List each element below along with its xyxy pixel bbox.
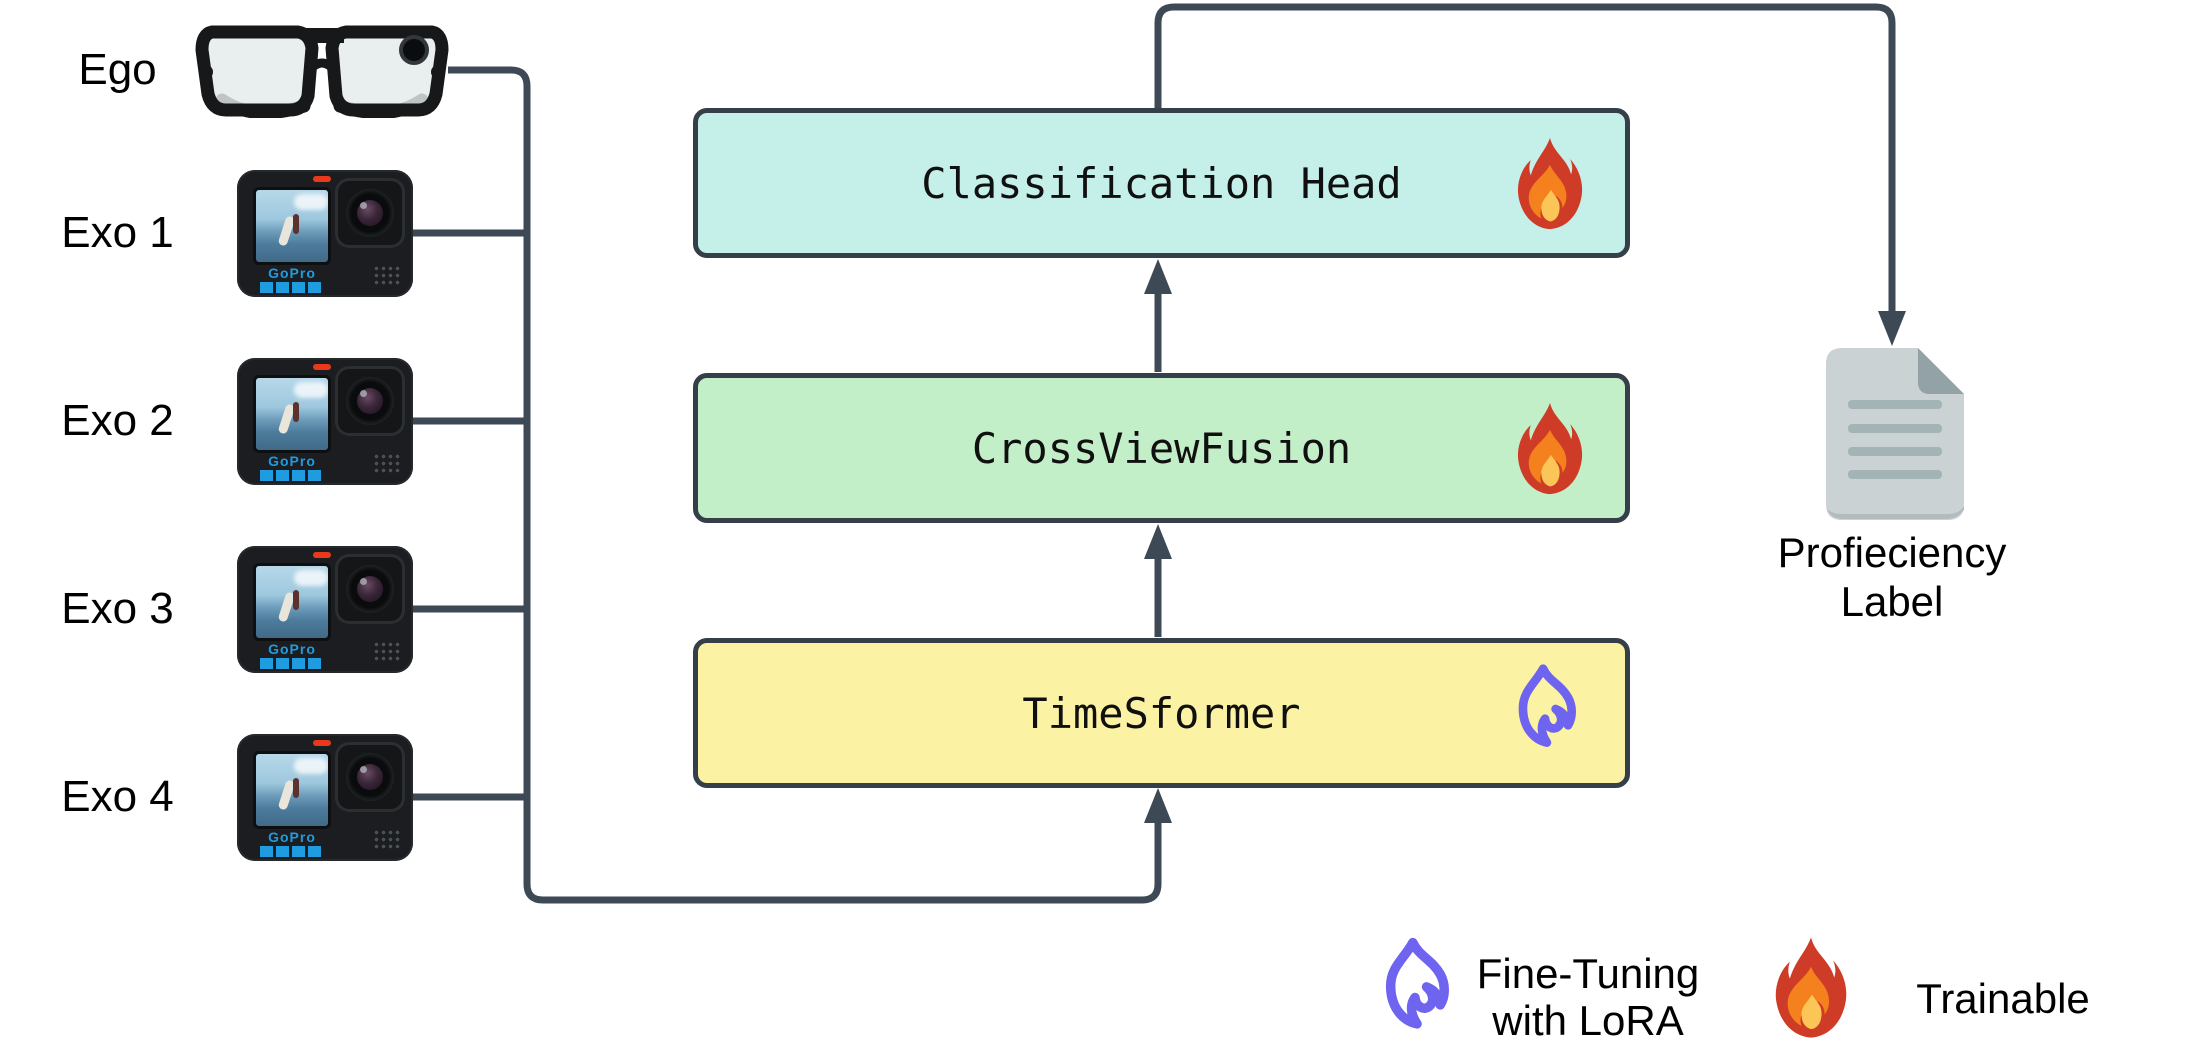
gopro-camera-exo3: GoPro <box>237 546 413 673</box>
glasses-camera-icon <box>399 35 429 65</box>
camera-lens-icon <box>335 366 405 436</box>
lora-flame-icon <box>1518 664 1576 747</box>
exo4-label: Exo 4 <box>61 772 174 821</box>
document-fold <box>1918 348 1964 394</box>
exo1-label: Exo 1 <box>61 208 174 257</box>
camera-record-led <box>313 552 331 558</box>
gopro-logo: GoPro <box>268 641 316 657</box>
lora-flame-icon <box>1385 937 1449 1029</box>
screen-cloud <box>294 194 328 210</box>
classification-head-box: Classification Head <box>693 108 1630 258</box>
fire-icon <box>1517 402 1583 495</box>
camera-screen <box>253 375 331 453</box>
camera-speaker-dots <box>373 829 401 850</box>
camera-record-led <box>313 364 331 370</box>
camera-bus-line <box>448 66 1162 904</box>
camera-record-led <box>313 176 331 182</box>
proficiency-label-caption: Profieciency Label <box>1742 528 2042 626</box>
legend-trainable-label: Trainable <box>1916 975 2090 1022</box>
camera-speaker-dots <box>373 453 401 474</box>
smart-glasses-icon <box>195 25 449 118</box>
gopro-logo: GoPro <box>268 265 316 281</box>
head-to-document-line <box>1154 3 1896 312</box>
gopro-logo-squares <box>260 846 324 857</box>
crossviewfusion-box: CrossViewFusion <box>693 373 1630 523</box>
camera-screen <box>253 751 331 829</box>
document-icon <box>1826 348 1964 520</box>
gopro-logo-squares <box>260 282 324 293</box>
camera-screen <box>253 187 331 265</box>
timesformer-label: TimeSformer <box>1022 688 1301 738</box>
arrowhead-into-head <box>1144 259 1172 294</box>
gopro-camera-exo1: GoPro <box>237 170 413 297</box>
camera-record-led <box>313 740 331 746</box>
caption-line2: Label <box>1840 578 1944 625</box>
camera-screen <box>253 563 331 641</box>
gopro-logo-squares <box>260 658 324 669</box>
camera-lens-icon <box>335 742 405 812</box>
camera-lens-icon <box>335 554 405 624</box>
screen-surfer <box>293 214 299 234</box>
camera-speaker-dots <box>373 265 401 286</box>
exo3-label: Exo 3 <box>61 584 174 633</box>
fire-icon <box>1517 137 1583 230</box>
caption-line1: Profieciency <box>1777 529 2007 576</box>
arrowhead-into-fusion <box>1144 524 1172 559</box>
arrowhead-into-timesformer <box>1144 788 1172 823</box>
gopro-logo: GoPro <box>268 829 316 845</box>
classification-head-label: Classification Head <box>921 158 1402 208</box>
legend-lora-label: Fine-Tuning with LoRA <box>1476 950 1700 1044</box>
gopro-camera-exo2: GoPro <box>237 358 413 485</box>
crossviewfusion-label: CrossViewFusion <box>971 423 1352 473</box>
glasses-bridge <box>304 28 344 43</box>
gopro-camera-exo4: GoPro <box>237 734 413 861</box>
camera-speaker-dots <box>373 641 401 662</box>
gopro-logo-squares <box>260 470 324 481</box>
exo2-label: Exo 2 <box>61 396 174 445</box>
fire-icon <box>1775 937 1847 1038</box>
camera-lens-icon <box>335 178 405 248</box>
ego-label: Ego <box>78 45 157 94</box>
gopro-logo: GoPro <box>268 453 316 469</box>
arrowhead-into-document <box>1878 311 1906 346</box>
timesformer-box: TimeSformer <box>693 638 1630 788</box>
